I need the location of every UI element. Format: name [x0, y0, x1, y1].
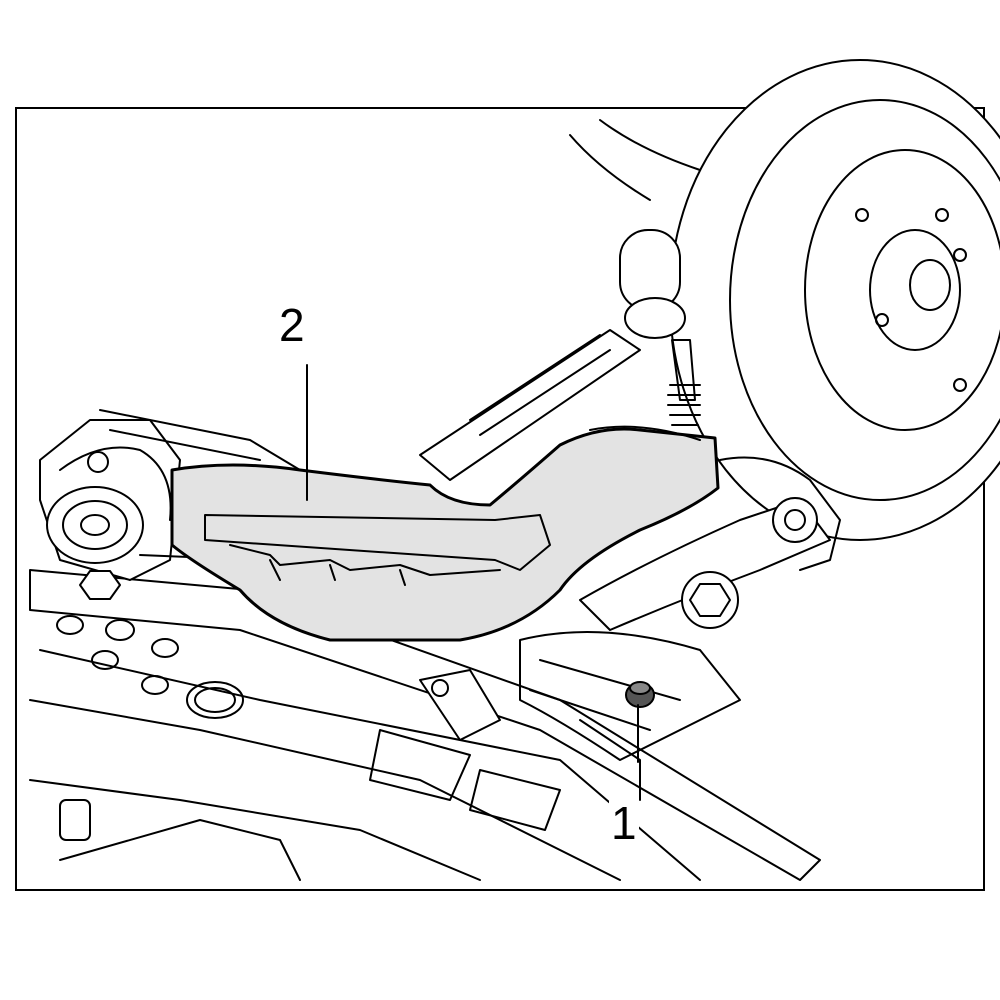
callout-2: 2 — [277, 299, 307, 351]
callout-1: 1 — [609, 797, 639, 849]
heat-shield — [170, 425, 720, 642]
rubber-plug-icon — [625, 681, 655, 708]
hex-bolt-icon — [79, 570, 121, 600]
upper-link — [419, 229, 701, 481]
hex-bolt-icon — [689, 583, 731, 617]
lower-arm — [579, 456, 841, 631]
subframe — [29, 569, 821, 881]
